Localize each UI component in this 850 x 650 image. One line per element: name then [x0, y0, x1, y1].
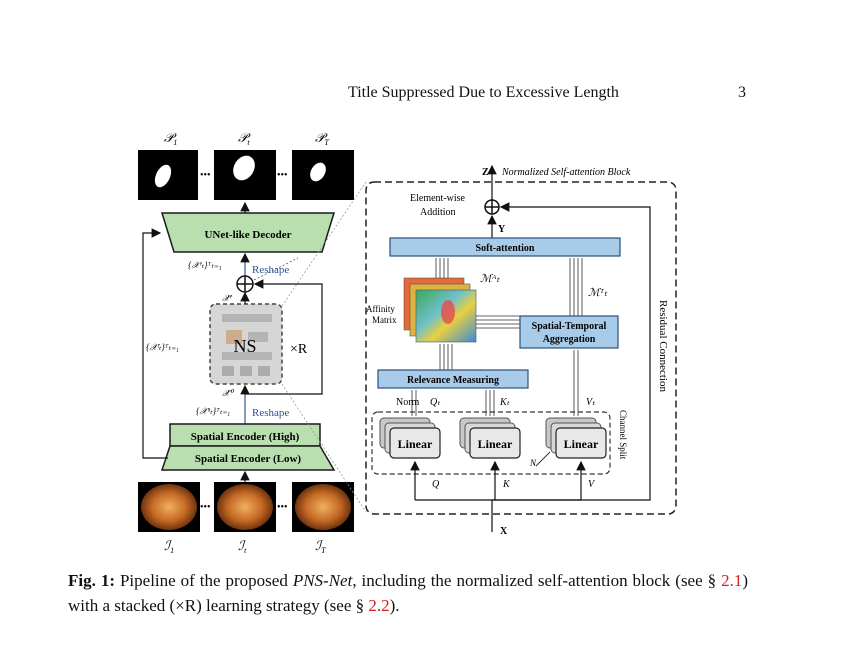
figure-caption: Fig. 1: Pipeline of the proposed PNS-Net…	[68, 568, 748, 618]
linear-k: Linear	[459, 417, 521, 459]
addition-node	[236, 275, 254, 293]
xl-label: {𝒳ˡₜ}ᵀₜ₌₁	[146, 342, 179, 352]
svg-text:K: K	[502, 479, 511, 490]
running-title: Title Suppressed Due to Excessive Length	[348, 84, 619, 101]
svg-text:Z: Z	[482, 167, 489, 178]
ns-inner-diagram	[222, 314, 272, 376]
nsa-block	[365, 181, 677, 515]
decoder-label: UNet-like Decoder	[204, 229, 291, 241]
svg-text:Y: Y	[498, 224, 506, 235]
linear-q: Linear	[379, 417, 441, 459]
svg-text:Linear: Linear	[398, 437, 433, 451]
svg-text:Aggregation: Aggregation	[543, 334, 596, 345]
svg-text:ℐT: ℐT	[315, 538, 326, 555]
spatial-temporal-aggregation	[519, 315, 619, 349]
caption-ref-2-1[interactable]: 2.1	[721, 571, 743, 590]
output-labels: 𝒫1 𝒫t 𝒫T	[164, 130, 329, 147]
input-labels: ℐ1 ℐt ℐT	[164, 538, 326, 555]
ns-label: NS	[233, 336, 256, 356]
caption-label: Fig. 1:	[68, 571, 115, 590]
svg-text:𝒫t: 𝒫t	[238, 130, 251, 147]
svg-text:X: X	[500, 526, 508, 537]
svg-text:Kₜ: Kₜ	[499, 397, 511, 408]
svg-text:Affinity: Affinity	[366, 304, 395, 314]
unet-decoder	[160, 212, 336, 253]
svg-text:Matrix: Matrix	[372, 315, 397, 325]
svg-text:ℳᵀₜ: ℳᵀₜ	[588, 287, 608, 299]
svg-text:ℐ1: ℐ1	[164, 538, 174, 555]
linear-v: Linear	[545, 417, 607, 459]
svg-text:Addition: Addition	[420, 207, 456, 218]
element-wise-addition-node	[484, 199, 500, 215]
nsa-title: Normalized Self-attention Block	[501, 167, 631, 178]
page-number: 3	[738, 84, 746, 101]
affinity-matrix	[403, 277, 477, 343]
residual-label: Residual Connection	[657, 300, 669, 392]
svg-text:Vₜ: Vₜ	[586, 397, 596, 408]
channel-split-label: Channel Split	[618, 410, 628, 460]
svg-text:Spatial Encoder (Low): Spatial Encoder (Low)	[195, 453, 301, 465]
output-masks: ••• •••	[138, 150, 354, 200]
svg-text:Q: Q	[432, 479, 440, 490]
svg-text:𝒳̃⁰: 𝒳̃⁰	[222, 388, 235, 398]
xr-label: {𝒳ʳₜ}ᵀₜ₌₁	[188, 260, 222, 270]
reshape-bottom: Reshape	[252, 407, 289, 419]
svg-text:Soft-attention: Soft-attention	[476, 243, 535, 254]
svg-text:Spatial-Temporal: Spatial-Temporal	[532, 321, 607, 332]
svg-text:Linear: Linear	[564, 437, 599, 451]
ns-block	[209, 303, 283, 385]
pipeline-figure: 𝒫1 𝒫t 𝒫T ••• ••• UNet-like Decoder {𝒳ʳₜ}…	[138, 130, 677, 555]
svg-text:Element-wise: Element-wise	[410, 193, 466, 204]
reshape-top: Reshape	[252, 264, 289, 276]
svg-text:Norm: Norm	[396, 397, 420, 408]
encoder-low	[160, 445, 336, 471]
svg-text:𝒳̃ʳ: 𝒳̃ʳ	[222, 293, 233, 303]
svg-text:•••: •••	[200, 170, 211, 181]
svg-text:Spatial Encoder (High): Spatial Encoder (High)	[191, 431, 300, 443]
svg-text:Qₜ: Qₜ	[430, 397, 441, 408]
caption-italic: PNS-Net	[292, 571, 353, 590]
svg-text:Relevance Measuring: Relevance Measuring	[407, 375, 499, 386]
svg-text:ℳᴬₜ: ℳᴬₜ	[480, 273, 500, 285]
svg-text:𝒫T: 𝒫T	[315, 130, 329, 147]
svg-text:•••: •••	[200, 502, 211, 513]
svg-text:•••: •••	[277, 170, 288, 181]
xh-label: {𝒳ʰₜ}ᵀₜ₌₁	[196, 406, 230, 416]
caption-text-2: , including the normalized self-attentio…	[352, 571, 722, 590]
caption-text-1: Pipeline of the proposed	[115, 571, 293, 590]
relevance-measuring	[377, 369, 529, 389]
caption-text-3: ) with a stacked (×R) learning strategy …	[68, 571, 749, 615]
times-r: ×R	[290, 342, 308, 357]
input-frames: ••• •••	[138, 482, 354, 532]
caption-text-4: ).	[389, 596, 400, 615]
channel-split-box	[371, 411, 611, 475]
svg-text:ℐt: ℐt	[238, 538, 247, 555]
svg-text:N: N	[529, 458, 537, 468]
svg-text:•••: •••	[277, 502, 288, 513]
svg-text:V: V	[588, 479, 596, 490]
caption-ref-2-2[interactable]: 2.2	[368, 596, 390, 615]
svg-text:𝒫1: 𝒫1	[164, 130, 177, 147]
soft-attention	[389, 237, 621, 257]
svg-text:Linear: Linear	[478, 437, 513, 451]
